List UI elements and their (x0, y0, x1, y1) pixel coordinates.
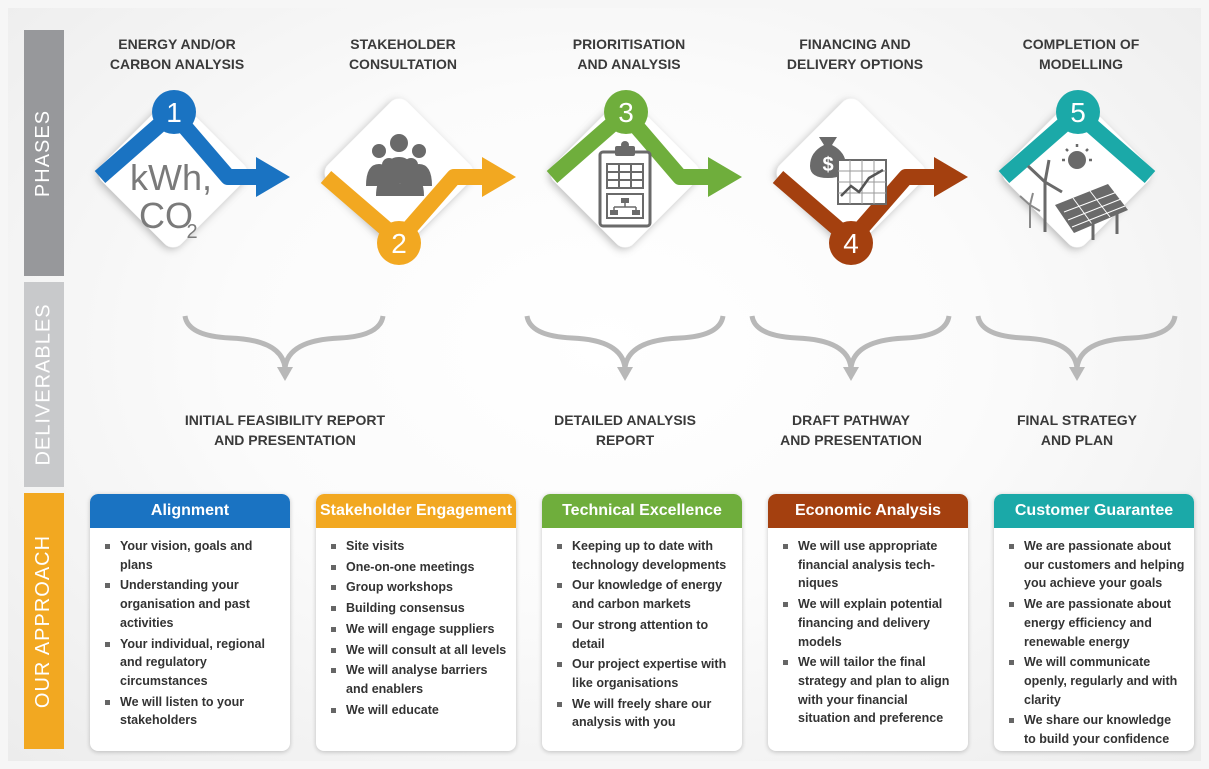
approach-card-stakeholder-engagement: Stakeholder Engagement Site visits One-o… (316, 494, 516, 751)
list-item: Our knowledge of energy and carbon marke… (557, 576, 734, 613)
phase-1-number: 1 (166, 97, 182, 128)
list-item: We are passionate about our customers an… (1009, 537, 1186, 593)
phase-2-arrow (320, 169, 484, 248)
phase-1-title: ENERGY AND/OR CARBON ANALYSIS (109, 36, 245, 72)
connector-arrow-1 (182, 315, 386, 369)
approach-card-customer-guarantee: Customer Guarantee We are passionate abo… (994, 494, 1194, 751)
list-item: Building consensus (331, 599, 508, 618)
list-item: We will explain potential financing and … (783, 595, 960, 651)
connector-arrowhead-1 (277, 367, 293, 381)
card-list: We will use appropriate financial analys… (768, 528, 968, 728)
list-item: Group workshops (331, 578, 508, 597)
phase-4-number-badge (829, 221, 873, 265)
phase-2-number: 2 (391, 228, 407, 259)
card-list: We are passionate about our customers an… (994, 528, 1194, 751)
phase-2-arrowhead (482, 157, 516, 197)
phase-3-number-badge (604, 90, 648, 134)
phase-3-arrowhead (708, 157, 742, 197)
approach-card-economic-analysis: Economic Analysis We will use appropriat… (768, 494, 968, 751)
connector-arrowhead-3 (843, 367, 859, 381)
phase-1-number-badge (152, 90, 196, 134)
people-group-icon (366, 134, 432, 196)
list-item: We will consult at all levels (331, 641, 508, 660)
card-list: Keeping up to date with technology devel… (542, 528, 742, 732)
phase-4-arrow (772, 169, 936, 248)
card-header: Economic Analysis (768, 494, 968, 528)
connector-arrow-4 (975, 315, 1178, 369)
deliverable-2: DETAILED ANALYSIS REPORT (554, 412, 696, 448)
connector-arrowhead-2 (617, 367, 633, 381)
phase-1-arrow (94, 105, 258, 185)
list-item: We will tailor the final strategy and pl… (783, 653, 960, 728)
svg-text:kWh,: kWh, (130, 157, 212, 198)
deliverable-4: FINAL STRATEGY AND PLAN (1016, 412, 1138, 448)
list-item: We are passionate about energy efficienc… (1009, 595, 1186, 651)
clipboard-chart-icon (598, 141, 652, 228)
list-item: We share our knowledge to build your con… (1009, 711, 1186, 751)
kwh-co2-icon: kWh, CO 2 (130, 157, 212, 243)
list-item: One-on-one meetings (331, 558, 508, 577)
list-item: We will listen to your stakeholders (105, 693, 282, 730)
deliverable-3: DRAFT PATHWAY AND PRESENTATION (780, 412, 922, 448)
phase-2-number-badge (377, 221, 421, 265)
approach-card-technical-excellence: Technical Excellence Keeping up to date … (542, 494, 742, 751)
phase-4-number: 4 (843, 228, 859, 259)
deliverable-1: INITIAL FEASIBILITY REPORT AND PRESENTAT… (184, 412, 386, 448)
svg-text:$: $ (822, 154, 833, 176)
list-item: Site visits (331, 537, 508, 556)
list-item: We will analyse barriers and enablers (331, 661, 508, 698)
phase-3-number: 3 (618, 97, 634, 128)
approach-side-label: OUR APPROACH (24, 493, 64, 749)
money-bag-chart-icon: $ (810, 137, 887, 205)
phase-2-title: STAKEHOLDER CONSULTATION (348, 36, 458, 72)
phases-side-label: PHASES (24, 30, 64, 276)
approach-label-text: OUR APPROACH (32, 534, 55, 708)
list-item: Your vision, goals and plans (105, 537, 282, 574)
phase-3-arrow (546, 105, 710, 185)
phase-5-title: COMPLETION OF MODELLING (1022, 36, 1140, 72)
deliverables-side-label: DELIVERABLES (24, 282, 64, 487)
list-item: We will educate (331, 701, 508, 720)
card-header: Customer Guarantee (994, 494, 1194, 528)
svg-text:CO: CO (139, 195, 193, 236)
connector-arrow-3 (749, 315, 952, 369)
card-list: Site visits One-on-one meetings Group wo… (316, 528, 516, 719)
card-header: Technical Excellence (542, 494, 742, 528)
list-item: Our strong attention to detail (557, 616, 734, 653)
phase-4-arrowhead (934, 157, 968, 197)
card-header: Alignment (90, 494, 290, 528)
list-item: We will communicate openly, regularly an… (1009, 653, 1186, 709)
list-item: We will engage suppliers (331, 620, 508, 639)
renewables-icon (1019, 144, 1128, 240)
phase-5-number: 5 (1070, 97, 1086, 128)
list-item: Keeping up to date with technology devel… (557, 537, 734, 574)
list-item: Understanding your organisation and past… (105, 576, 282, 632)
card-header: Stakeholder Engagement (316, 494, 516, 528)
list-item: We will freely share our analysis with y… (557, 695, 734, 732)
phase-5-number-badge (1056, 90, 1100, 134)
phase-1-arrowhead (256, 157, 290, 197)
svg-text:2: 2 (186, 221, 197, 243)
connector-arrow-2 (524, 315, 726, 369)
phase-4-title: FINANCING AND DELIVERY OPTIONS (786, 36, 924, 72)
phase-3-title: PRIORITISATION AND ANALYSIS (572, 36, 686, 72)
phases-artwork: 1 kWh, CO 2 2 3 (94, 90, 1178, 381)
card-list: Your vision, goals and plans Understandi… (90, 528, 290, 730)
list-item: Our project expertise with like organisa… (557, 655, 734, 692)
connector-arrowhead-4 (1069, 367, 1085, 381)
list-item: We will use appropriate financial analys… (783, 537, 960, 593)
list-item: Your individual, regional and regulatory… (105, 635, 282, 691)
approach-card-alignment: Alignment Your vision, goals and plans U… (90, 494, 290, 751)
